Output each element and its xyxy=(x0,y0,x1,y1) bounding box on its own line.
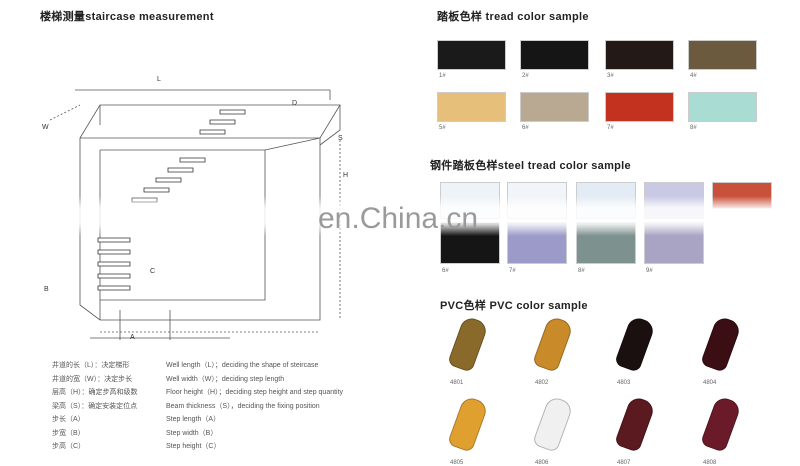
staircase-diagram xyxy=(49,89,341,340)
pvc-handrail-sample xyxy=(699,395,743,453)
steel-label: 8# xyxy=(578,268,585,274)
pvc-label: 4808 xyxy=(703,460,717,466)
legend-en: Step length（A） xyxy=(166,416,221,423)
legend-cn: 梁高（S）：确定安装定位点 xyxy=(52,402,138,410)
left-title: 楼梯测量staircase measurement xyxy=(40,11,214,23)
pvc-handrail-sample xyxy=(446,395,490,453)
tread-swatch xyxy=(605,40,674,70)
legend-cn: 井道的长（L）：决定梯形 xyxy=(52,362,130,369)
label-w: W xyxy=(42,124,49,131)
legend-cn: 步长（A） xyxy=(52,416,85,423)
pvc-handrail-sample xyxy=(531,315,575,373)
pvc-label: 4801 xyxy=(450,380,464,386)
pvc-label: 4803 xyxy=(617,380,631,386)
steel-label: 9# xyxy=(646,268,653,274)
tread-swatch xyxy=(437,40,506,70)
legend-en: Beam thickness（S），deciding the fixing po… xyxy=(166,402,320,410)
tread-swatch xyxy=(605,92,674,122)
legend-en: Well length（L）；deciding the shape of ste… xyxy=(166,362,319,369)
tread-swatch xyxy=(437,92,506,122)
tread-swatch xyxy=(520,40,589,70)
tread-title: 踏板色样 tread color sample xyxy=(437,11,589,23)
label-b: B xyxy=(44,286,49,293)
label-s: S xyxy=(338,135,343,142)
tread-label: 6# xyxy=(522,125,529,131)
tread-swatch xyxy=(520,92,589,122)
watermark: en.China.cn xyxy=(318,202,479,235)
pvc-handrail-sample xyxy=(446,315,490,373)
pvc-title: PVC色样 PVC color sample xyxy=(440,300,588,312)
legend-en: Step height（C） xyxy=(166,443,221,450)
steel-label: 6# xyxy=(442,268,449,274)
tread-label: 1# xyxy=(439,73,446,79)
tread-label: 8# xyxy=(690,125,697,131)
tread-label: 2# xyxy=(522,73,529,79)
pvc-label: 4806 xyxy=(535,460,549,466)
label-c: C xyxy=(150,268,156,275)
label-h: H xyxy=(343,172,349,179)
legend-en: Well width（W）；deciding step length xyxy=(166,375,285,383)
pvc-handrail-sample xyxy=(531,395,575,453)
tread-label: 4# xyxy=(690,73,697,79)
steel-title: 钢件踏板色样steel tread color sample xyxy=(430,160,631,172)
tread-label: 5# xyxy=(439,125,446,131)
pvc-label: 4807 xyxy=(617,460,631,466)
label-d: D xyxy=(292,100,298,107)
label-a: A xyxy=(130,334,135,341)
tread-swatch xyxy=(688,40,757,70)
tread-label: 7# xyxy=(607,125,614,131)
pvc-handrail-sample xyxy=(613,395,657,453)
legend-cn: 层高（H）：确定步高和级数 xyxy=(52,389,138,396)
pvc-label: 4802 xyxy=(535,380,549,386)
pvc-handrail-sample xyxy=(699,315,743,373)
steel-label: 7# xyxy=(509,268,516,274)
legend-en: Step width（B） xyxy=(166,429,218,437)
tread-swatch xyxy=(688,92,757,122)
label-l: L xyxy=(157,76,161,83)
watermark-band xyxy=(0,196,800,236)
tread-label: 3# xyxy=(607,73,614,79)
pvc-label: 4804 xyxy=(703,380,717,386)
legend-cn: 步宽（B） xyxy=(52,429,85,437)
legend-cn: 井道的宽（W）：决定步长 xyxy=(52,375,133,383)
legend-cn: 步高（C） xyxy=(52,443,86,450)
legend-en: Floor height（H）；deciding step height and… xyxy=(166,389,344,396)
pvc-label: 4805 xyxy=(450,460,464,466)
pvc-handrail-sample xyxy=(613,315,657,373)
